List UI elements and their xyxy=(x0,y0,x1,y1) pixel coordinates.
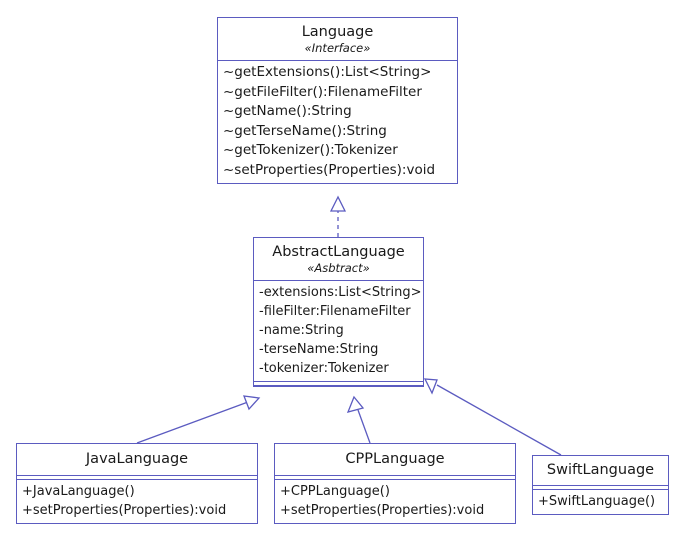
hollow-triangle-arrowhead xyxy=(423,378,438,395)
methods-compartment-language: ~getExtensions():List<String> ~getFileFi… xyxy=(218,61,457,183)
member-row: +setProperties(Properties):void xyxy=(280,503,485,518)
member-row: -tokenizer:Tokenizer xyxy=(259,361,389,376)
methods-compartment-javalanguage: +JavaLanguage() +setProperties(Propertie… xyxy=(17,480,257,523)
methods-compartment-cpplanguage: +CPPLanguage() +setProperties(Properties… xyxy=(275,480,515,523)
class-name-swiftlanguage: SwiftLanguage xyxy=(546,462,655,478)
class-header-javalanguage: JavaLanguage xyxy=(17,444,257,475)
empty-methods-compartment-abstractlanguage xyxy=(254,381,423,386)
class-header-swiftlanguage: SwiftLanguage xyxy=(533,456,668,485)
generalization-swiftlanguage-abstractlanguage xyxy=(423,378,562,456)
member-row: -extensions:List<String> xyxy=(259,285,422,300)
class-box-javalanguage[interactable]: JavaLanguage +JavaLanguage() +setPropert… xyxy=(16,443,258,524)
class-box-language[interactable]: Language «Interface» ~getExtensions():Li… xyxy=(217,17,458,184)
member-row: +CPPLanguage() xyxy=(280,484,390,499)
methods-compartment-swiftlanguage: +SwiftLanguage() xyxy=(533,490,668,514)
member-row: ~getExtensions():List<String> xyxy=(223,64,432,80)
member-row: +setProperties(Properties):void xyxy=(22,503,227,518)
generalization-cpplanguage-abstractlanguage xyxy=(346,395,371,444)
class-box-cpplanguage[interactable]: CPPLanguage +CPPLanguage() +setPropertie… xyxy=(274,443,516,524)
class-name-abstractlanguage: AbstractLanguage xyxy=(272,244,405,260)
member-row: +SwiftLanguage() xyxy=(538,494,656,509)
member-row: ~getFileFilter():FilenameFilter xyxy=(223,83,422,100)
class-name-cpplanguage: CPPLanguage xyxy=(345,451,445,467)
member-row: ~setProperties(Properties):void xyxy=(223,161,436,178)
class-header-abstractlanguage: AbstractLanguage «Asbtract» xyxy=(254,238,423,280)
member-row: ~getTokenizer():Tokenizer xyxy=(223,142,398,158)
hollow-triangle-arrowhead xyxy=(243,395,261,411)
empty-attributes-compartment-cpplanguage xyxy=(275,475,515,480)
realization-abstractlanguage-language xyxy=(329,195,347,237)
class-name-javalanguage: JavaLanguage xyxy=(85,451,189,467)
member-row: +JavaLanguage() xyxy=(22,484,135,499)
hollow-triangle-arrowhead xyxy=(329,195,347,212)
attributes-compartment-abstractlanguage: -extensions:List<String> -fileFilter:Fil… xyxy=(254,281,423,381)
generalization-line xyxy=(136,401,249,444)
class-box-abstractlanguage[interactable]: AbstractLanguage «Asbtract» -extensions:… xyxy=(253,237,424,387)
class-header-language: Language «Interface» xyxy=(218,18,457,60)
class-name-language: Language xyxy=(301,24,374,40)
member-row: ~getTerseName():String xyxy=(223,122,387,139)
compartment-divider xyxy=(218,60,457,61)
class-header-cpplanguage: CPPLanguage xyxy=(275,444,515,475)
member-row: -fileFilter:FilenameFilter xyxy=(259,304,411,319)
generalization-line xyxy=(357,409,371,444)
hollow-triangle-arrowhead xyxy=(346,395,365,413)
member-row: -name:String xyxy=(259,323,344,338)
generalization-javalanguage-abstractlanguage xyxy=(136,395,261,444)
member-row: ~getName():String xyxy=(223,103,352,119)
class-stereotype-abstractlanguage: «Asbtract» xyxy=(307,261,370,275)
compartment-divider xyxy=(254,280,423,281)
empty-attributes-compartment-swiftlanguage xyxy=(533,485,668,490)
empty-attributes-compartment-javalanguage xyxy=(17,475,257,480)
generalization-line xyxy=(436,384,562,456)
member-row: -terseName:String xyxy=(259,342,379,357)
class-stereotype-language: «Interface» xyxy=(304,41,371,55)
class-box-swiftlanguage[interactable]: SwiftLanguage +SwiftLanguage() xyxy=(532,455,669,515)
